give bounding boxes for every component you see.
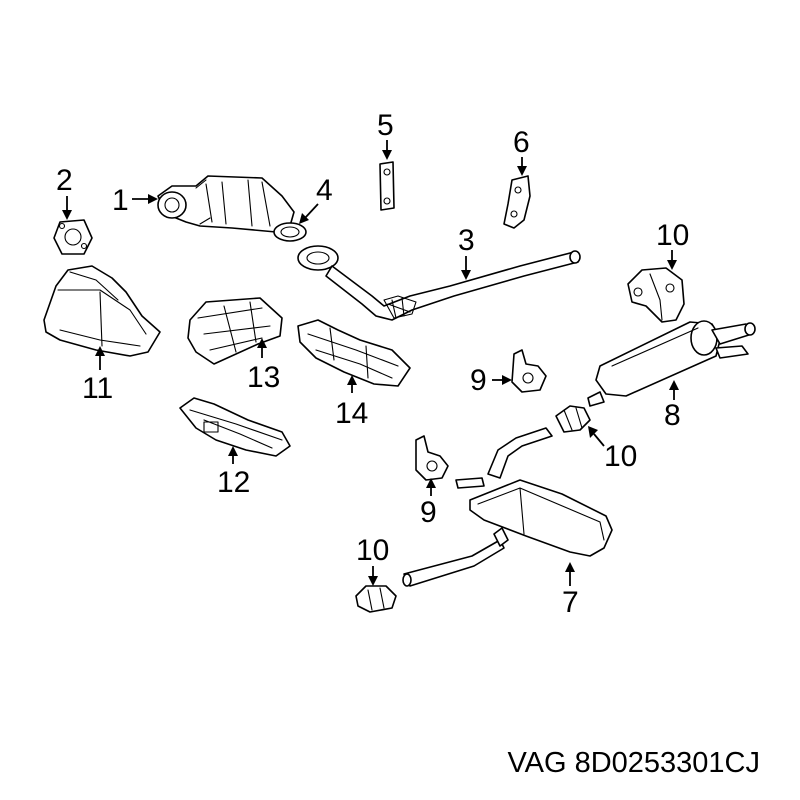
svg-text:10: 10 [604, 440, 637, 473]
callout-1: 1 [112, 184, 158, 217]
callout-12: 12 [217, 446, 250, 499]
callout-4: 4 [299, 174, 333, 224]
part-gasket [53, 219, 93, 255]
callout-10-middle: 10 [588, 426, 637, 473]
svg-text:1: 1 [112, 184, 129, 217]
svg-text:3: 3 [458, 224, 475, 257]
callout-14: 14 [335, 375, 368, 430]
part-mount-top [627, 267, 685, 323]
part-flange-gasket [273, 222, 307, 242]
svg-text:12: 12 [217, 466, 250, 499]
svg-text:14: 14 [335, 397, 368, 430]
svg-text:8: 8 [664, 399, 681, 432]
part-bracket [503, 175, 531, 229]
callout-9-upper: 9 [470, 364, 512, 397]
part-heat-shield-front [43, 265, 161, 357]
part-heat-shield-13 [187, 297, 283, 365]
callout-7: 7 [562, 562, 579, 619]
part-heat-shield-14 [297, 319, 411, 387]
callout-8: 8 [664, 380, 681, 432]
part-hanger-9-upper [511, 349, 547, 393]
svg-text:7: 7 [562, 586, 579, 619]
part-heat-shield-12 [179, 397, 291, 457]
svg-text:10: 10 [656, 219, 689, 252]
callout-3: 3 [458, 224, 475, 280]
svg-text:4: 4 [316, 174, 333, 207]
callout-10-bottom: 10 [356, 534, 389, 586]
svg-text:5: 5 [377, 109, 394, 142]
part-center-muffler [402, 427, 613, 587]
part-clamp-bottom [355, 585, 397, 613]
svg-text:10: 10 [356, 534, 389, 567]
callout-9-lower: 9 [420, 478, 437, 529]
svg-text:2: 2 [56, 164, 73, 197]
callout-13: 13 [247, 338, 280, 394]
callout-11: 11 [82, 346, 113, 405]
callout-5: 5 [377, 109, 394, 160]
part-clamp-middle [555, 405, 591, 433]
svg-text:9: 9 [470, 364, 487, 397]
callout-2: 2 [56, 164, 73, 220]
part-hanger-9-lower [415, 435, 449, 481]
part-catalytic-converter [157, 175, 295, 233]
part-hanger-strap [379, 161, 395, 211]
svg-text:13: 13 [247, 361, 280, 394]
part-front-pipe [297, 245, 581, 321]
part-rear-muffler [587, 320, 756, 407]
svg-text:6: 6 [513, 126, 530, 159]
svg-text:11: 11 [82, 372, 113, 405]
part-number-caption: VAG 8D0253301CJ [507, 747, 760, 779]
callout-10-top: 10 [656, 219, 689, 270]
svg-text:9: 9 [420, 496, 437, 529]
callout-6: 6 [513, 126, 530, 176]
